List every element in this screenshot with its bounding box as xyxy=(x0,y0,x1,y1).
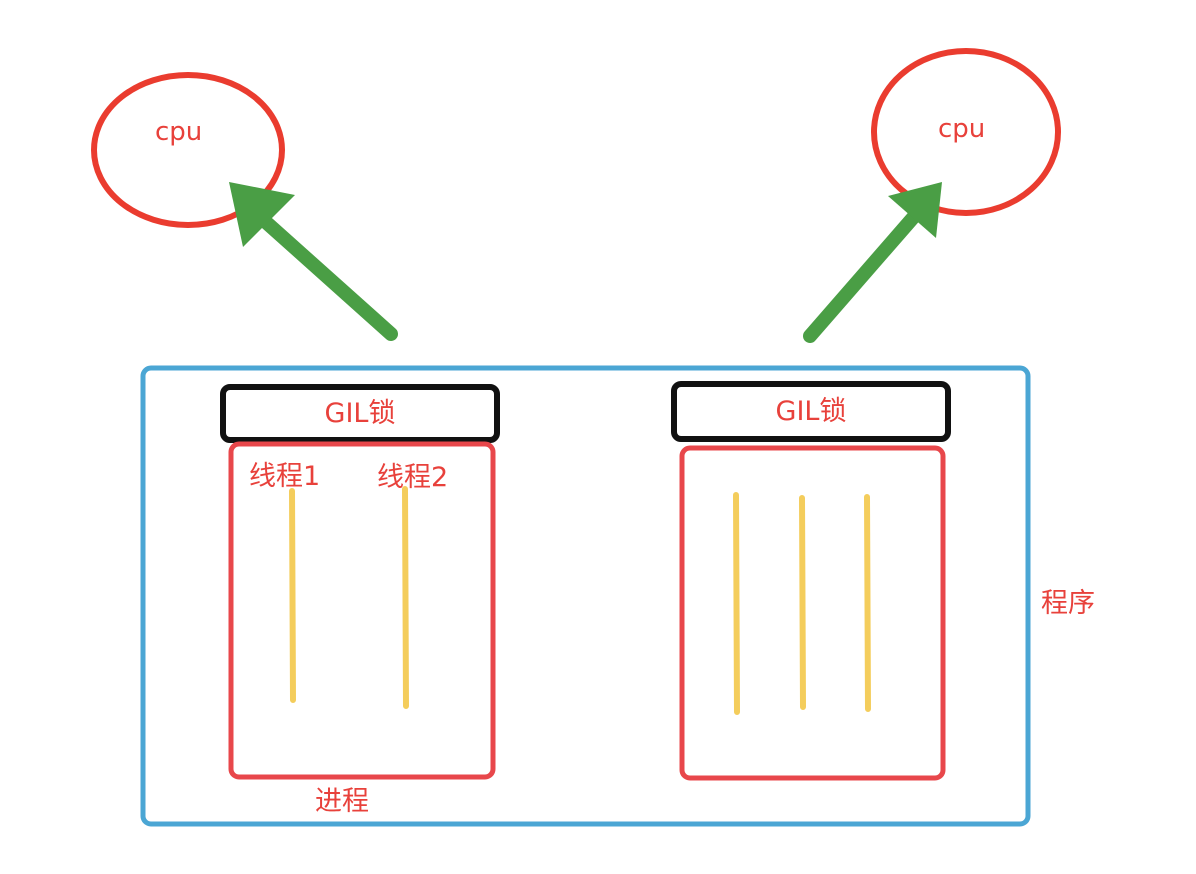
thread-1-label: 线程1 xyxy=(249,461,321,492)
process-box-left xyxy=(228,441,496,780)
cpu-right-label: cpu xyxy=(938,114,986,144)
process-label: 进程 xyxy=(315,786,369,817)
program-box xyxy=(140,365,1031,827)
gil-right-label: GIL锁 xyxy=(775,396,847,427)
thread-line-3 xyxy=(733,492,740,715)
thread-line-1 xyxy=(289,488,296,703)
arrow-left xyxy=(229,182,398,341)
cpu-left-circle xyxy=(91,72,285,228)
thread-2-label: 线程2 xyxy=(377,462,449,493)
thread-line-5 xyxy=(864,494,871,712)
gil-left-label: GIL锁 xyxy=(324,398,396,429)
gil-box-left xyxy=(220,384,500,443)
arrow-right xyxy=(803,182,942,343)
program-label: 程序 xyxy=(1041,588,1095,619)
cpu-left-label: cpu xyxy=(155,117,203,147)
gil-box-right xyxy=(671,381,951,442)
thread-line-2 xyxy=(402,486,409,709)
thread-line-4 xyxy=(799,495,806,710)
cpu-right-circle xyxy=(871,48,1061,216)
process-box-right xyxy=(679,445,946,781)
